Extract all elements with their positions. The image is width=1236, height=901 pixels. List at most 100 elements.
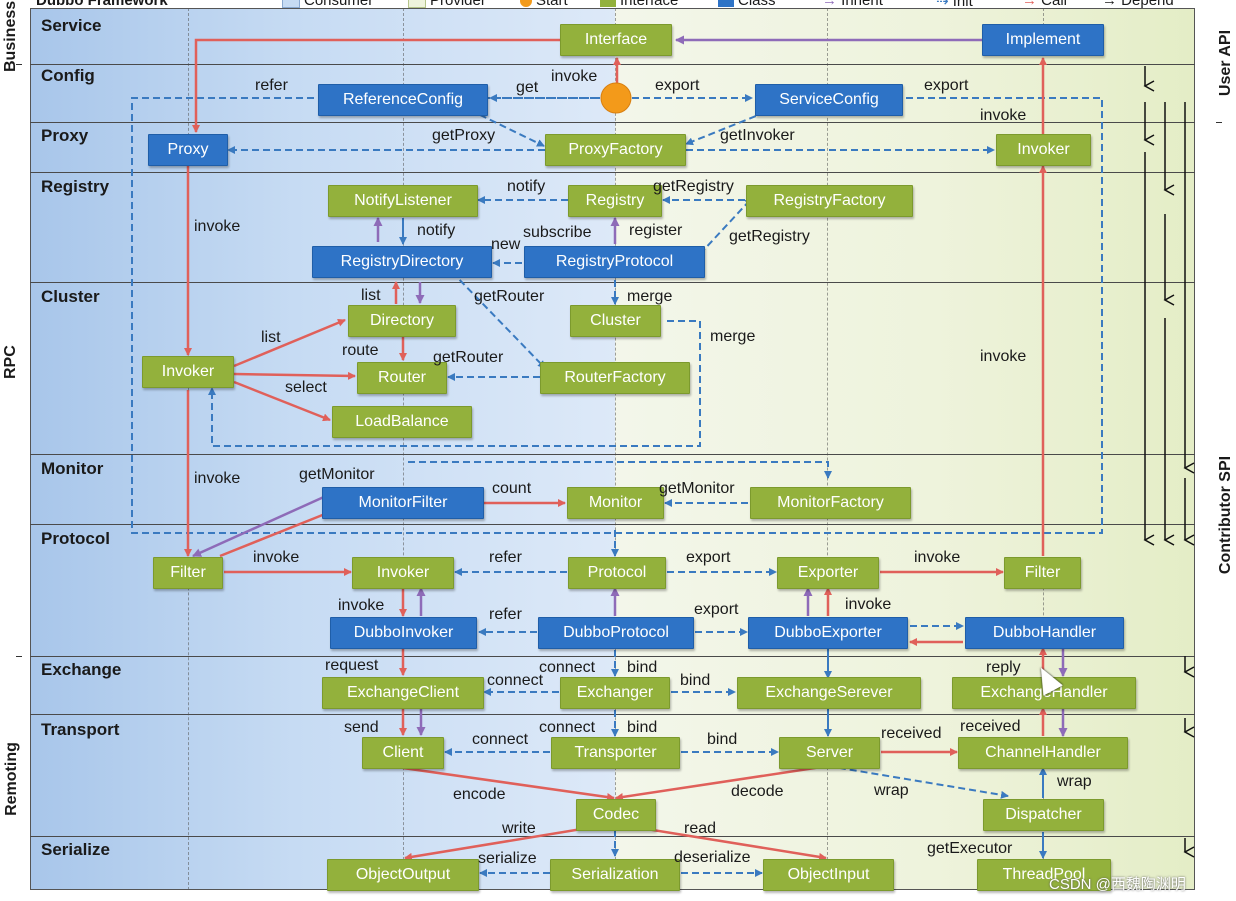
layer-divider <box>30 282 1195 283</box>
legend-item-depend: → Depend <box>1102 0 1174 9</box>
edge-label-new: new <box>491 236 521 253</box>
node-transporter: Transporter <box>551 737 680 769</box>
node-invoker-protocol: Invoker <box>352 557 454 589</box>
edge-label-get-monitor: getMonitor <box>299 466 375 483</box>
layer-divider <box>30 454 1195 455</box>
group-tick <box>16 656 22 657</box>
edge-label-get-registry: getRegistry <box>729 228 810 245</box>
edge-label-request: request <box>325 657 379 674</box>
layer-label-protocol: Protocol <box>41 529 110 548</box>
node-registry-directory: RegistryDirectory <box>312 246 492 278</box>
node-exchange-client: ExchangeClient <box>322 677 484 709</box>
consumer-area <box>30 8 615 890</box>
edge-label-notify: notify <box>507 178 546 195</box>
layer-divider <box>30 714 1195 715</box>
node-codec: Codec <box>576 799 656 831</box>
node-protocol: Protocol <box>568 557 666 589</box>
node-service-config: ServiceConfig <box>755 84 903 116</box>
node-filter-provider: Filter <box>1004 557 1081 589</box>
node-dubbo-protocol: DubboProtocol <box>538 617 694 649</box>
provider-lane-divider <box>827 8 828 890</box>
edge-label-invoke: invoke <box>980 348 1027 365</box>
node-thread-pool: ThreadPool <box>977 859 1111 891</box>
node-exchanger: Exchanger <box>560 677 670 709</box>
edge-label-invoke: invoke <box>845 596 892 613</box>
edge-label-merge: merge <box>627 288 673 305</box>
node-registry: Registry <box>568 185 662 217</box>
node-filter-consumer: Filter <box>153 557 223 589</box>
node-channel-handler: ChannelHandler <box>958 737 1128 769</box>
edge-label-refer: refer <box>489 606 522 623</box>
layer-label-service: Service <box>41 16 102 35</box>
edge-label-list: list <box>361 287 381 304</box>
node-router-factory: RouterFactory <box>540 362 690 394</box>
node-dubbo-invoker: DubboInvoker <box>330 617 477 649</box>
node-object-input: ObjectInput <box>763 859 894 891</box>
edge-label-refer: refer <box>489 549 522 566</box>
node-registry-factory: RegistryFactory <box>746 185 913 217</box>
edge-label-merge: merge <box>710 328 756 345</box>
edge-label-refer: refer <box>255 77 288 94</box>
node-server: Server <box>779 737 880 769</box>
node-directory: Directory <box>348 305 456 337</box>
edge-label-connect: connect <box>472 731 529 748</box>
edge-label-invoke: invoke <box>194 218 241 235</box>
edge-label-route: route <box>342 342 379 359</box>
node-invoker-cluster: Invoker <box>142 356 234 388</box>
layer-divider <box>30 524 1195 525</box>
edge-label-export: export <box>924 77 969 94</box>
edge-label-notify: notify <box>417 222 456 239</box>
edge-label-decode: decode <box>731 783 784 800</box>
node-cluster: Cluster <box>570 305 661 337</box>
legend-item-interface: Interface <box>600 0 678 9</box>
node-proxy: Proxy <box>148 134 228 166</box>
edge-label-invoke: invoke <box>338 597 385 614</box>
layer-divider <box>30 656 1195 657</box>
edge-label-list: list <box>261 329 281 346</box>
layer-divider <box>30 172 1195 173</box>
edge-label-bind: bind <box>707 731 738 748</box>
node-monitor-filter: MonitorFilter <box>322 487 484 519</box>
layer-label-cluster: Cluster <box>41 287 100 306</box>
layer-divider <box>30 64 1195 65</box>
node-object-output: ObjectOutput <box>327 859 479 891</box>
node-notify-listener: NotifyListener <box>328 185 478 217</box>
layer-label-serialize: Serialize <box>41 840 110 859</box>
node-exporter: Exporter <box>777 557 879 589</box>
start-point <box>600 82 632 114</box>
group-tick <box>16 64 22 65</box>
edge-label-invoke: invoke <box>253 549 300 566</box>
layer-label-config: Config <box>41 66 95 85</box>
node-registry-protocol: RegistryProtocol <box>524 246 705 278</box>
edge-label-reply: reply <box>986 659 1021 676</box>
edge-label-write: write <box>502 820 536 837</box>
node-monitor: Monitor <box>567 487 664 519</box>
node-dubbo-handler: DubboHandler <box>965 617 1124 649</box>
edge-label-bind: bind <box>680 672 711 689</box>
layer-label-registry: Registry <box>41 177 110 196</box>
node-implement: Implement <box>982 24 1104 56</box>
edge-label-wrap: wrap <box>874 782 909 799</box>
edge-label-invoke: invoke <box>551 68 598 85</box>
edge-label-invoke: invoke <box>980 107 1027 124</box>
layer-label-proxy: Proxy <box>41 126 89 145</box>
legend-item-start: Start <box>520 0 568 9</box>
node-interface: Interface <box>560 24 672 56</box>
legend-item-provider: Provider <box>408 0 486 9</box>
edge-label-get-monitor: getMonitor <box>659 480 735 497</box>
edge-label-get-invoker: getInvoker <box>720 127 795 144</box>
node-reference-config: ReferenceConfig <box>318 84 488 116</box>
edge-label-connect: connect <box>539 719 596 736</box>
edge-label-subscribe: subscribe <box>523 224 592 241</box>
node-router: Router <box>357 362 447 394</box>
edge-label-export: export <box>686 549 731 566</box>
legend-item-call: → Call <box>1022 0 1068 9</box>
edge-label-deserialize: deserialize <box>674 849 751 866</box>
edge-label-invoke: invoke <box>914 549 961 566</box>
watermark: CSDN @西魏陶渊明 <box>1049 876 1186 893</box>
node-invoker-proxy: Invoker <box>996 134 1091 166</box>
node-proxy-factory: ProxyFactory <box>545 134 686 166</box>
layer-label-exchange: Exchange <box>41 660 122 679</box>
